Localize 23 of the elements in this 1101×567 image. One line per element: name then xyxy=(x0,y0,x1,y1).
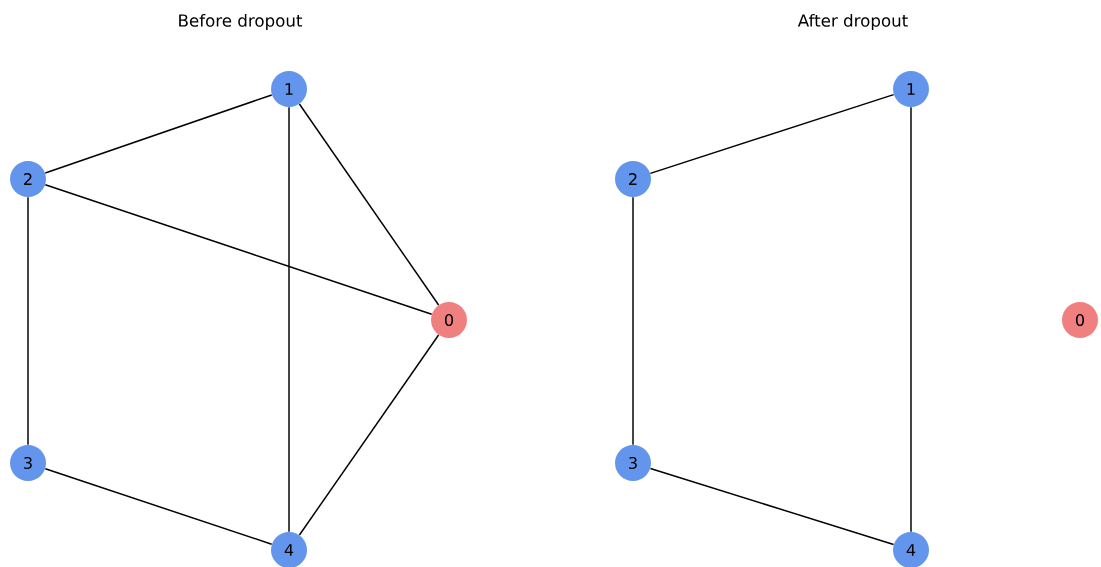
graph-node: 2 xyxy=(615,161,651,197)
graph-edge xyxy=(27,196,29,446)
panel-title: After dropout xyxy=(797,13,908,31)
graph-node: 0 xyxy=(431,302,467,338)
graph-node: 3 xyxy=(10,445,46,481)
graph-edge xyxy=(649,93,895,175)
graph-node: 2 xyxy=(10,161,46,197)
graph-node: 3 xyxy=(615,445,651,481)
graph-node: 0 xyxy=(1062,302,1098,338)
graph-edge xyxy=(44,468,273,545)
graph-node: 4 xyxy=(271,532,307,567)
graph-edge xyxy=(910,106,912,533)
graph-edge xyxy=(288,106,290,533)
graph-edge xyxy=(649,467,895,546)
panel-title: Before dropout xyxy=(179,13,303,31)
graph-edge xyxy=(298,103,440,306)
graph-node: 1 xyxy=(893,71,929,107)
graph-edge xyxy=(44,94,273,174)
graph-node: 4 xyxy=(893,532,929,567)
graph-node: 1 xyxy=(271,71,307,107)
graph-edge xyxy=(44,184,433,315)
graph-edge xyxy=(632,196,634,446)
graph-edge xyxy=(298,334,440,536)
